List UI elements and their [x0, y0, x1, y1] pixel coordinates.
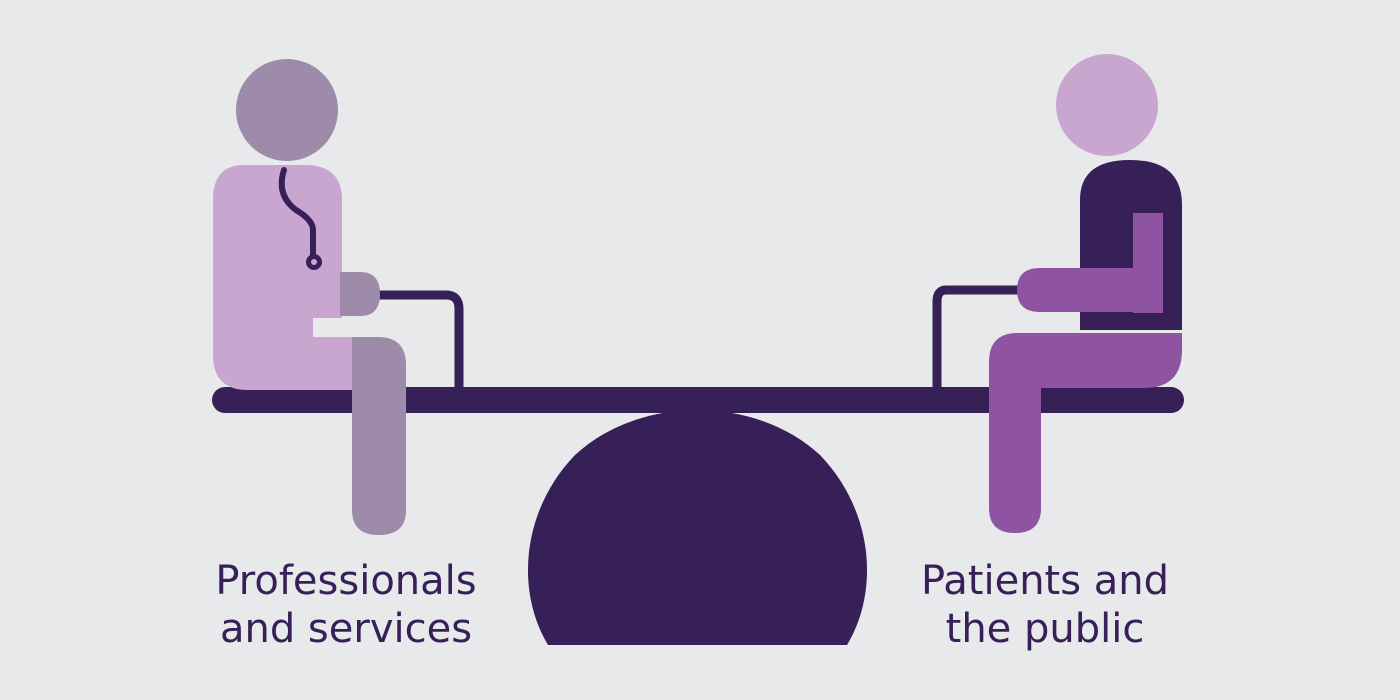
professional-with-stethoscope-icon — [213, 59, 464, 535]
label-professionals-and-services: Professionals and services — [196, 557, 496, 653]
left-hand — [340, 272, 380, 316]
stethoscope-icon — [278, 167, 316, 261]
label-right-line-2: the public — [945, 606, 1145, 652]
fulcrum — [527, 410, 868, 645]
left-head — [236, 59, 338, 161]
right-handle — [932, 285, 1027, 394]
label-left-line-2: and services — [219, 606, 473, 652]
right-arm-shoulder — [1118, 268, 1163, 312]
right-arm — [1017, 268, 1120, 312]
right-leg — [989, 333, 1041, 533]
left-body — [213, 165, 352, 390]
left-handle — [367, 290, 464, 394]
right-head — [1056, 54, 1158, 156]
label-left-line-1: Professionals — [215, 558, 477, 604]
seesaw-plank — [212, 387, 1184, 413]
stethoscope-chestpiece-center — [311, 259, 317, 265]
label-right-line-1: Patients and — [920, 558, 1170, 604]
left-leg — [352, 337, 406, 535]
patient-icon — [932, 54, 1182, 533]
right-thigh — [1018, 333, 1182, 388]
label-patients-and-the-public: Patients and the public — [900, 557, 1190, 653]
